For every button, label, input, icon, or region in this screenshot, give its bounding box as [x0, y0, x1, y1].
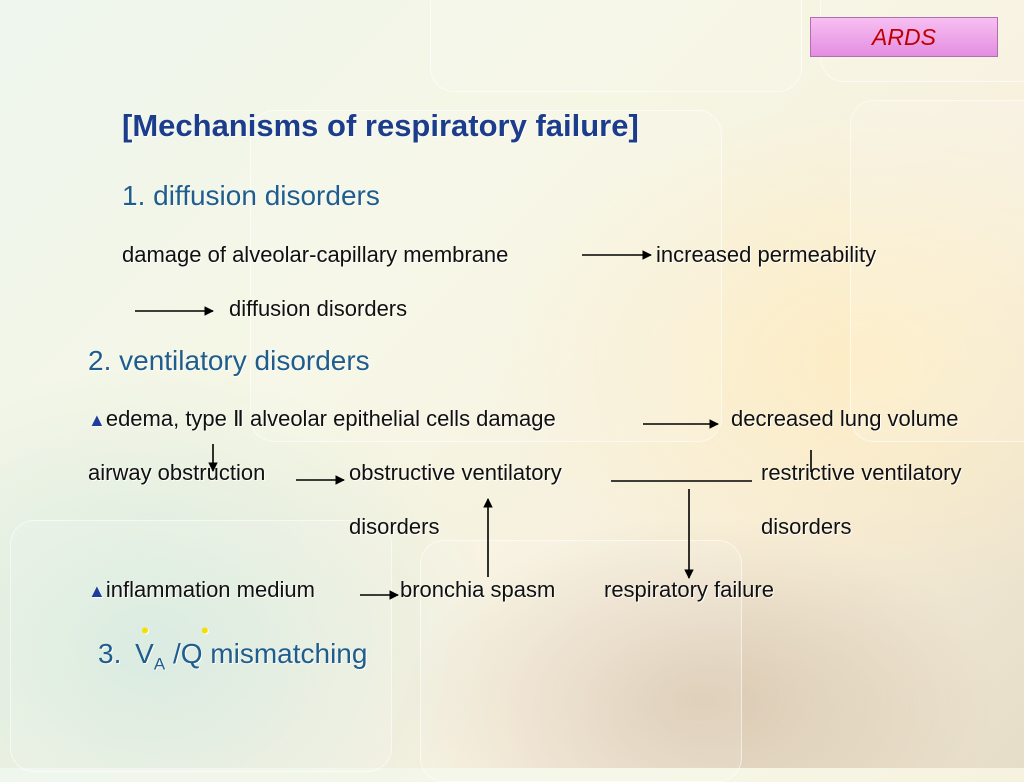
q-dot: • [200, 618, 209, 643]
decreased-lung-volume: decreased lung volume [731, 406, 959, 431]
inflammation-line: ▲inflammation medium [88, 577, 315, 603]
slide-title: [Mechanisms of respiratory failure] [122, 108, 639, 143]
diffusion-cause: damage of alveolar-capillary membrane [122, 242, 509, 267]
triangle-bullet-icon: ▲ [88, 581, 106, 601]
background-panel [250, 110, 722, 442]
background-panel [420, 540, 742, 782]
background-panel [10, 520, 392, 772]
respiratory-failure: respiratory failure [604, 577, 774, 602]
background-panel [430, 0, 802, 92]
badge-label: ARDS [872, 23, 936, 50]
triangle-bullet-icon: ▲ [88, 410, 106, 430]
ards-badge: ARDS [810, 17, 998, 57]
v-letter: V [135, 638, 154, 669]
section3-heading: 3. • VA • /Q mismatching [98, 618, 368, 675]
v-subscript: A [153, 654, 166, 674]
edema-text: edema, type Ⅱ alveolar epithelial cells … [105, 406, 556, 431]
restrictive-ventilatory: restrictive ventilatory [761, 460, 962, 485]
background-panel [850, 100, 1024, 442]
edema-line: ▲edema, type Ⅱ alveolar epithelial cells… [88, 406, 556, 432]
section3-number: 3. [98, 638, 122, 669]
mismatch-text: /Q mismatching [172, 638, 368, 669]
section1-heading: 1. diffusion disorders [122, 180, 380, 211]
restrictive-disorders: disorders [761, 514, 852, 539]
ratio-text: • /Q mismatching [172, 618, 368, 669]
section2-heading: 2. ventilatory disorders [88, 345, 370, 376]
diffusion-result: diffusion disorders [229, 296, 408, 321]
v-dot: • [141, 618, 149, 643]
inflammation-text: inflammation medium [105, 577, 315, 602]
obstructive-ventilatory: obstructive ventilatory [349, 460, 562, 485]
obstructive-disorders: disorders [349, 514, 440, 539]
airway-obstruction: airway obstruction [88, 460, 266, 485]
v-symbol: • VA [135, 618, 173, 674]
bronchia-spasm: bronchia spasm [400, 577, 556, 602]
diffusion-effect: increased permeability [656, 242, 877, 267]
